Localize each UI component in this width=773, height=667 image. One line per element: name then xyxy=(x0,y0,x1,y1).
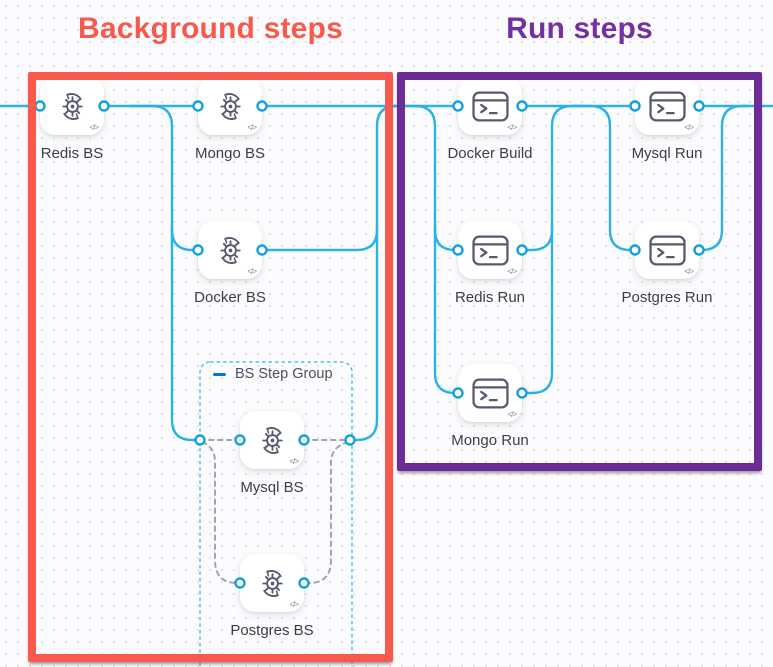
connector-port[interactable] xyxy=(298,577,310,589)
connector-port[interactable] xyxy=(194,434,206,446)
connector-port[interactable] xyxy=(98,100,110,112)
connector-port[interactable] xyxy=(256,100,268,112)
connector-port[interactable] xyxy=(452,100,464,112)
run-step-icon xyxy=(471,234,509,266)
step-node-mysql-bs[interactable]: </> xyxy=(240,411,304,469)
step-label-postgres-run: Postgres Run xyxy=(621,289,713,306)
connector-port[interactable] xyxy=(234,434,246,446)
edge-run-merge1 xyxy=(520,104,580,395)
edge-run-split1 xyxy=(398,104,460,395)
step-node-mysql-run[interactable]: </> xyxy=(635,77,699,135)
background-steps-annotation-box xyxy=(28,72,393,662)
step-group-header[interactable]: BS Step Group xyxy=(200,366,352,382)
edge-run-split2 xyxy=(573,104,637,252)
code-badge-icon: </> xyxy=(507,410,517,419)
step-label-postgres-bs: Postgres BS xyxy=(230,622,314,639)
code-badge-icon: </> xyxy=(247,123,257,132)
background-steps-title: Background steps xyxy=(78,12,343,45)
connector-port[interactable] xyxy=(452,244,464,256)
connector-port[interactable] xyxy=(516,387,528,399)
step-label-docker-bs: Docker BS xyxy=(194,289,266,306)
code-badge-icon: </> xyxy=(89,123,99,132)
edge-run-merge2 xyxy=(697,104,750,252)
step-node-redis-bs[interactable]: </> xyxy=(40,77,104,135)
step-node-mongo-bs[interactable]: </> xyxy=(198,77,262,135)
step-group-border xyxy=(199,361,353,667)
connector-port[interactable] xyxy=(452,387,464,399)
step-node-mongo-run[interactable]: </> xyxy=(458,364,522,422)
step-label-docker-build: Docker Build xyxy=(447,145,533,162)
background-step-icon xyxy=(215,235,246,266)
code-badge-icon: </> xyxy=(247,267,257,276)
connector-port[interactable] xyxy=(192,244,204,256)
step-group-label: BS Step Group xyxy=(235,366,333,382)
background-step-icon xyxy=(257,425,288,456)
background-step-icon xyxy=(57,91,88,122)
background-step-icon xyxy=(215,91,246,122)
run-steps-annotation-box xyxy=(397,72,762,471)
run-step-icon xyxy=(471,90,509,122)
edge-group-postgresbs-in xyxy=(201,441,241,584)
step-node-redis-run[interactable]: </> xyxy=(458,221,522,279)
connector-port[interactable] xyxy=(629,100,641,112)
code-badge-icon: </> xyxy=(684,267,694,276)
step-label-mysql-run: Mysql Run xyxy=(631,145,703,162)
code-badge-icon: </> xyxy=(507,267,517,276)
step-node-docker-build[interactable]: </> xyxy=(458,77,522,135)
connector-port[interactable] xyxy=(234,577,246,589)
collapse-minus-icon[interactable] xyxy=(213,372,226,376)
step-label-mongo-run: Mongo Run xyxy=(451,432,529,449)
connector-port[interactable] xyxy=(256,244,268,256)
step-label-mysql-bs: Mysql BS xyxy=(240,479,304,496)
step-label-redis-bs: Redis BS xyxy=(40,145,104,162)
code-badge-icon: </> xyxy=(289,600,299,609)
run-step-icon xyxy=(648,234,686,266)
connector-port[interactable] xyxy=(298,434,310,446)
connector-port[interactable] xyxy=(516,244,528,256)
run-step-icon xyxy=(648,90,686,122)
code-badge-icon: </> xyxy=(507,123,517,132)
connector-port[interactable] xyxy=(344,434,356,446)
edge-bg-branch-dockerbs-in xyxy=(170,224,200,252)
run-steps-title: Run steps xyxy=(506,12,653,45)
edge-postgresbs-out-group xyxy=(303,441,349,584)
connector-port[interactable] xyxy=(192,100,204,112)
code-badge-icon: </> xyxy=(684,123,694,132)
connector-port[interactable] xyxy=(693,100,705,112)
step-label-mongo-bs: Mongo BS xyxy=(194,145,266,162)
step-node-postgres-run[interactable]: </> xyxy=(635,221,699,279)
edge-bg-split xyxy=(128,104,202,442)
connector-port[interactable] xyxy=(629,244,641,256)
connector-port[interactable] xyxy=(516,100,528,112)
step-label-redis-run: Redis Run xyxy=(454,289,526,306)
background-step-icon xyxy=(257,568,288,599)
step-node-postgres-bs[interactable]: </> xyxy=(240,554,304,612)
connector-port[interactable] xyxy=(693,244,705,256)
step-node-docker-bs[interactable]: </> xyxy=(198,221,262,279)
run-step-icon xyxy=(471,377,509,409)
code-badge-icon: </> xyxy=(289,457,299,466)
